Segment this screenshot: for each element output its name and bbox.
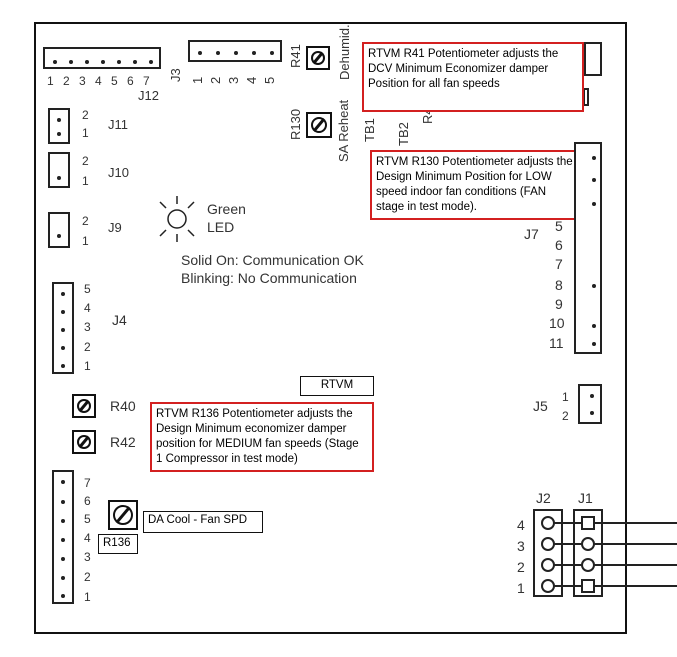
r41-potentiometer[interactable] — [306, 46, 330, 70]
callout-r41: RTVM R41 Potentiometer adjusts the DCV M… — [362, 42, 584, 112]
j2-label: J2 — [536, 490, 551, 506]
r136-potentiometer[interactable] — [108, 500, 138, 530]
j11-label: J11 — [108, 117, 128, 132]
j9-pin-1: 1 — [82, 234, 89, 248]
r41-label: R41 — [288, 44, 303, 68]
top-right-connector — [584, 42, 602, 76]
rtvm-box: RTVM — [300, 376, 374, 396]
r42-label: R42 — [110, 434, 136, 450]
j10-pin-1: 1 — [82, 174, 89, 188]
r40-label: R40 — [110, 398, 136, 414]
j9-pin-2: 2 — [82, 214, 89, 228]
circuit-board-outline — [34, 22, 627, 634]
r130-label: R130 — [288, 108, 303, 140]
led-status-line1: Solid On: Communication OK — [181, 252, 364, 268]
j9-label: J9 — [108, 220, 122, 235]
j5-connector — [578, 384, 602, 424]
sa-reheat-label: SA Reheat — [336, 99, 351, 162]
top-right-connector-small — [583, 88, 589, 106]
j12-connector — [43, 47, 161, 69]
green-led-icon — [159, 196, 195, 242]
da-cool-fan-spd-box: DA Cool - Fan SPD — [143, 511, 263, 533]
led-status-line2: Blinking: No Communication — [181, 270, 357, 286]
j7-connector — [574, 142, 602, 354]
j5-pin-1: 1 — [562, 390, 569, 404]
j11-pin-1: 1 — [82, 126, 89, 140]
j4-connector — [52, 282, 74, 374]
j3-label: J3 — [168, 68, 183, 82]
j10-pin-2: 2 — [82, 154, 89, 168]
j7-label: J7 — [524, 226, 539, 242]
j9-connector — [48, 212, 70, 248]
tb2-label: TB2 — [396, 122, 411, 146]
j11-connector — [48, 108, 70, 144]
j4-label: J4 — [112, 312, 127, 328]
j1-label: J1 — [578, 490, 593, 506]
tb1-label: TB1 — [362, 118, 377, 142]
callout-r136: RTVM R136 Potentiometer adjusts the Desi… — [150, 402, 374, 472]
j11-pin-2: 2 — [82, 108, 89, 122]
j5-pin-2: 2 — [562, 409, 569, 423]
j10-connector — [48, 152, 70, 188]
r136-box: R136 — [98, 534, 138, 554]
r130-potentiometer[interactable] — [306, 112, 332, 138]
r40-potentiometer[interactable] — [72, 394, 96, 418]
bottom-left-connector — [52, 470, 74, 604]
led-label-line1: Green — [207, 201, 246, 217]
r42-potentiometer[interactable] — [72, 430, 96, 454]
j5-label: J5 — [533, 398, 548, 414]
j10-label: J10 — [108, 165, 129, 180]
dehumid-label: Dehumid. — [337, 24, 352, 80]
j12-label: J12 — [138, 88, 159, 103]
j1-j2-connectors-drawing — [533, 509, 677, 597]
led-label-line2: LED — [207, 219, 235, 235]
j3-connector — [188, 40, 282, 62]
callout-r130: RTVM R130 Potentiometer adjusts the Desi… — [370, 150, 580, 220]
